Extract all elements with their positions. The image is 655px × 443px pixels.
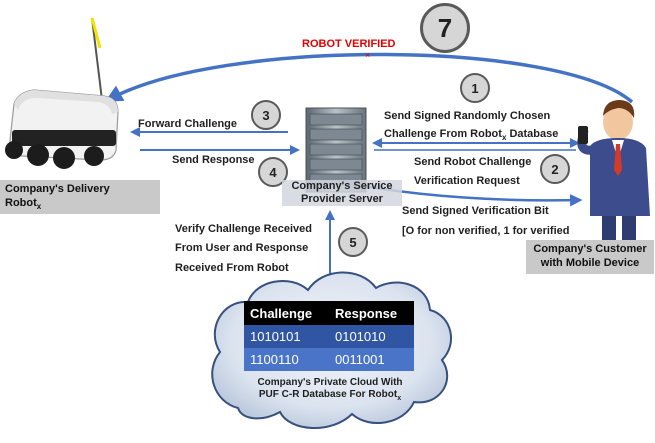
robot-name-text: Robot <box>5 197 37 209</box>
cloud-name-line2: PUF C-R Database For Robotx <box>230 389 430 405</box>
response-header: Response <box>328 301 414 325</box>
step-5-badge: 5 <box>338 227 368 257</box>
customer-name-box: Company's Customer with Mobile Device <box>526 240 654 274</box>
response-cell: 0101010 <box>328 325 414 348</box>
response-cell: 0011001 <box>328 348 414 371</box>
challenge-cell: 1100110 <box>244 348 329 371</box>
server-name-line1: Company's Service <box>291 180 393 192</box>
table-row: 1100110 0011001 <box>244 348 414 371</box>
cloud-name-text: PUF C-R Database For Robot <box>258 389 398 400</box>
cloud-name-subscript: x <box>397 395 402 402</box>
signed-bit-label-line1: Send Signed Verification Bit <box>402 205 549 217</box>
verify-label-line3: Received From Robot <box>175 262 289 274</box>
signed-bit-label-line2: [O for non verified, 1 for verified <box>402 225 570 237</box>
cloud-name-label: Company's Private Cloud With PUF C-R Dat… <box>230 377 430 405</box>
verify-label-line1: Verify Challenge Received <box>175 223 312 235</box>
crp-table-header: Challenge Response <box>244 301 414 325</box>
server-name-label: Company's Service Provider Server <box>282 180 402 206</box>
cloud-name-line1: Company's Private Cloud With <box>257 377 403 388</box>
challenge-cell: 1010101 <box>244 325 329 348</box>
robot-name-subscript: x <box>36 202 42 212</box>
signed-challenge-text: Challenge From Robot <box>384 128 502 140</box>
signed-challenge-label-line1: Send Signed Randomly Chosen <box>384 110 551 122</box>
send-response-label: Send Response <box>172 154 255 166</box>
robot-challenge-label-line2: Verification Request <box>414 175 520 187</box>
robot-name-box: Company's Delivery Robotx <box>0 180 160 214</box>
delivery-robot-illustration <box>5 17 119 169</box>
robot-name-line1: Company's Delivery <box>5 183 110 195</box>
customer-name-line1: Company's Customer <box>533 243 647 255</box>
signed-challenge-subscript: x <box>501 133 507 143</box>
challenge-header: Challenge <box>244 301 329 325</box>
robot-verified-label: ROBOT VERIFIED <box>302 38 396 50</box>
crp-database-table: Challenge Response 1010101 0101010 11001… <box>244 301 414 371</box>
step-7-badge: 7 <box>420 3 470 53</box>
forward-challenge-label: Forward Challenge <box>138 118 238 130</box>
step-2-badge: 2 <box>540 154 570 184</box>
robot-verified-arc <box>104 52 634 104</box>
customer-name-line2: with Mobile Device <box>540 257 640 269</box>
signed-challenge-end: Database <box>506 128 559 140</box>
server-rack-illustration <box>305 107 367 193</box>
arc-x-mark: × <box>365 50 370 60</box>
verify-label-line2: From User and Response <box>175 242 309 254</box>
table-row: 1010101 0101010 <box>244 325 414 348</box>
server-name-line2: Provider Server <box>301 193 383 205</box>
step-1-badge: 1 <box>460 73 490 103</box>
signed-challenge-label-line2: Challenge From Robotx Database <box>384 128 558 144</box>
step-3-badge: 3 <box>251 100 281 130</box>
step-4-badge: 4 <box>258 157 288 187</box>
robot-challenge-label-line1: Send Robot Challenge <box>414 156 532 168</box>
robot-name-line2: Robotx <box>5 196 155 214</box>
